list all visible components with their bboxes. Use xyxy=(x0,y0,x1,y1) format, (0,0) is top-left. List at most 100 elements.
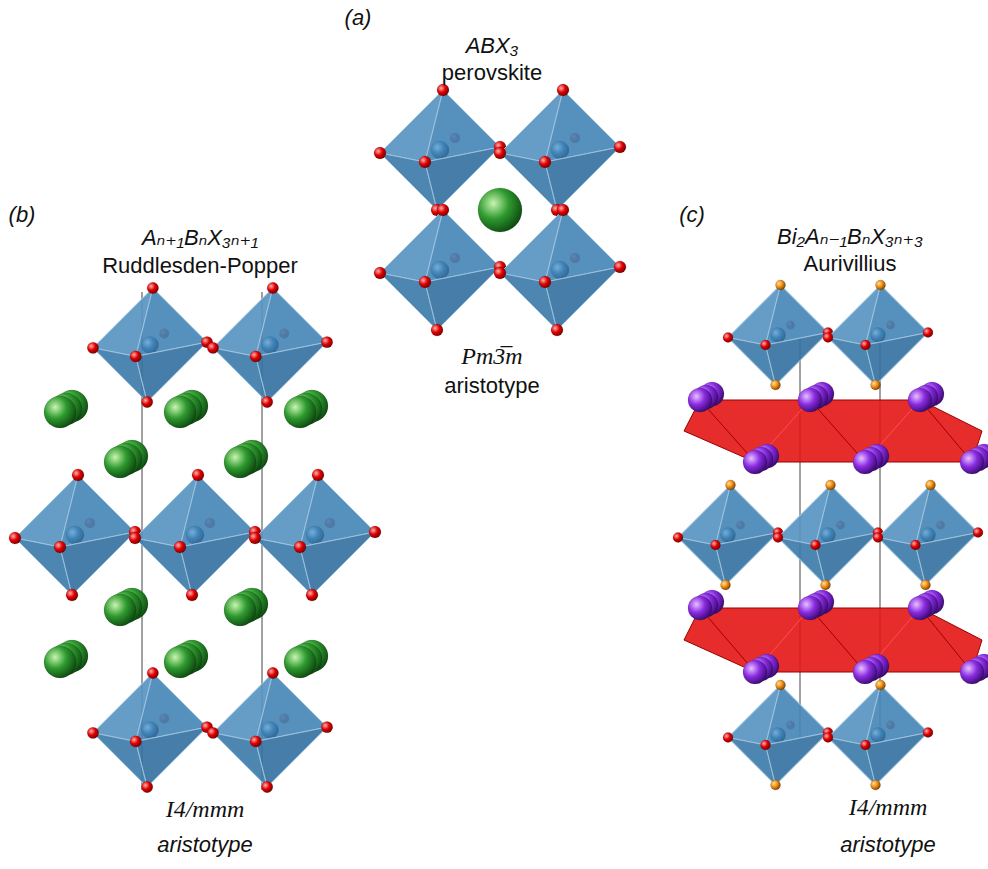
panel-label: (b) xyxy=(9,202,36,227)
anion-sphere xyxy=(374,147,386,159)
structure-name: perovskite xyxy=(442,60,542,85)
bi-sphere-group xyxy=(688,382,724,412)
anion-sphere xyxy=(192,469,204,481)
octahedron-face xyxy=(778,538,826,586)
octahedron-face xyxy=(255,538,312,595)
a-cation-sphere-group xyxy=(164,390,208,428)
a-cation-sphere xyxy=(104,594,136,626)
octahedron-face xyxy=(816,533,879,586)
anion-sphere xyxy=(129,532,141,544)
anion-sphere xyxy=(614,141,626,153)
bi-sphere-group xyxy=(798,382,834,412)
octahedron-back xyxy=(255,475,375,595)
note: aristotype xyxy=(157,832,252,857)
octahedron-back xyxy=(213,673,327,787)
anion-sphere xyxy=(826,480,836,490)
anion-sphere xyxy=(926,480,936,490)
octahedron-face xyxy=(728,738,776,786)
octahedron-face xyxy=(380,153,437,210)
anion-sphere xyxy=(861,740,871,750)
bi-o-slab xyxy=(684,608,982,672)
a-cation-sphere xyxy=(224,446,256,478)
anion-sphere xyxy=(294,541,306,553)
octahedron xyxy=(249,469,381,601)
anion-sphere xyxy=(437,84,449,96)
octahedron-back xyxy=(678,485,778,585)
octahedron-back xyxy=(135,475,255,595)
octahedron-face xyxy=(15,538,72,595)
anion-sphere xyxy=(207,342,218,353)
a-cation-sphere-group xyxy=(104,440,148,478)
panel-label: (c) xyxy=(679,202,705,227)
a-cation-sphere-group xyxy=(224,588,268,626)
octahedron-face xyxy=(678,538,726,586)
anion-sphere xyxy=(494,267,506,279)
structure-name: Aurivillius xyxy=(804,251,897,276)
anion-sphere xyxy=(771,780,781,790)
anion-sphere xyxy=(130,351,141,362)
anion-sphere xyxy=(776,280,786,290)
anion-sphere xyxy=(267,667,278,678)
a-cation-sphere-group xyxy=(44,390,88,428)
octahedron-face xyxy=(728,338,776,386)
octahedron-back xyxy=(878,485,978,585)
anion-sphere xyxy=(773,533,783,543)
bi-sphere xyxy=(960,660,984,684)
octahedron-face xyxy=(93,733,147,787)
a-cation-sphere xyxy=(284,396,316,428)
octahedron-face xyxy=(828,738,876,786)
a-cation-sphere xyxy=(104,446,136,478)
octahedron-back xyxy=(380,210,500,330)
anion-sphere xyxy=(267,282,278,293)
anion-sphere xyxy=(923,728,933,738)
anion-sphere xyxy=(369,526,381,538)
octahedron-back xyxy=(380,90,500,210)
bi-sphere xyxy=(743,450,767,474)
slab-edge xyxy=(810,608,865,672)
a-cation-sphere-group xyxy=(164,640,208,678)
bi-sphere xyxy=(908,596,932,620)
anion-sphere xyxy=(147,667,158,678)
slab-edge xyxy=(920,608,972,672)
anion-sphere xyxy=(249,532,261,544)
bi-sphere xyxy=(688,388,712,412)
anion-sphere xyxy=(871,380,881,390)
octahedron-face xyxy=(60,532,135,595)
anion-sphere xyxy=(711,540,721,550)
anion-sphere xyxy=(761,740,771,750)
anion-sphere xyxy=(821,580,831,590)
octahedron-face xyxy=(300,532,375,595)
bi-sphere xyxy=(960,450,984,474)
a-cation xyxy=(478,188,522,232)
anion-sphere xyxy=(761,340,771,350)
bi-sphere xyxy=(688,596,712,620)
anion-sphere xyxy=(539,156,551,168)
a-cation-sphere xyxy=(164,396,196,428)
anion-sphere xyxy=(771,380,781,390)
anion-sphere xyxy=(723,333,733,343)
anion-sphere xyxy=(823,333,833,343)
bi-sphere-group xyxy=(853,444,889,474)
anion-sphere xyxy=(306,589,318,601)
octahedron-face xyxy=(180,532,255,595)
anion-sphere xyxy=(87,342,98,353)
octahedron xyxy=(723,280,833,390)
formula: ABX₃ xyxy=(466,33,519,58)
anion-sphere xyxy=(261,396,272,407)
anion-sphere xyxy=(141,781,152,792)
anion-sphere xyxy=(374,267,386,279)
anion-sphere xyxy=(9,532,21,544)
anion-sphere xyxy=(823,733,833,743)
anion-sphere xyxy=(130,736,141,747)
anion-sphere xyxy=(312,469,324,481)
anion-sphere xyxy=(321,721,332,732)
anion-sphere xyxy=(250,351,261,362)
anion-sphere xyxy=(871,780,881,790)
anion-sphere xyxy=(876,280,886,290)
octahedron-face xyxy=(766,733,829,786)
octahedron xyxy=(129,469,261,601)
anion-sphere xyxy=(923,328,933,338)
octahedron xyxy=(723,680,833,790)
